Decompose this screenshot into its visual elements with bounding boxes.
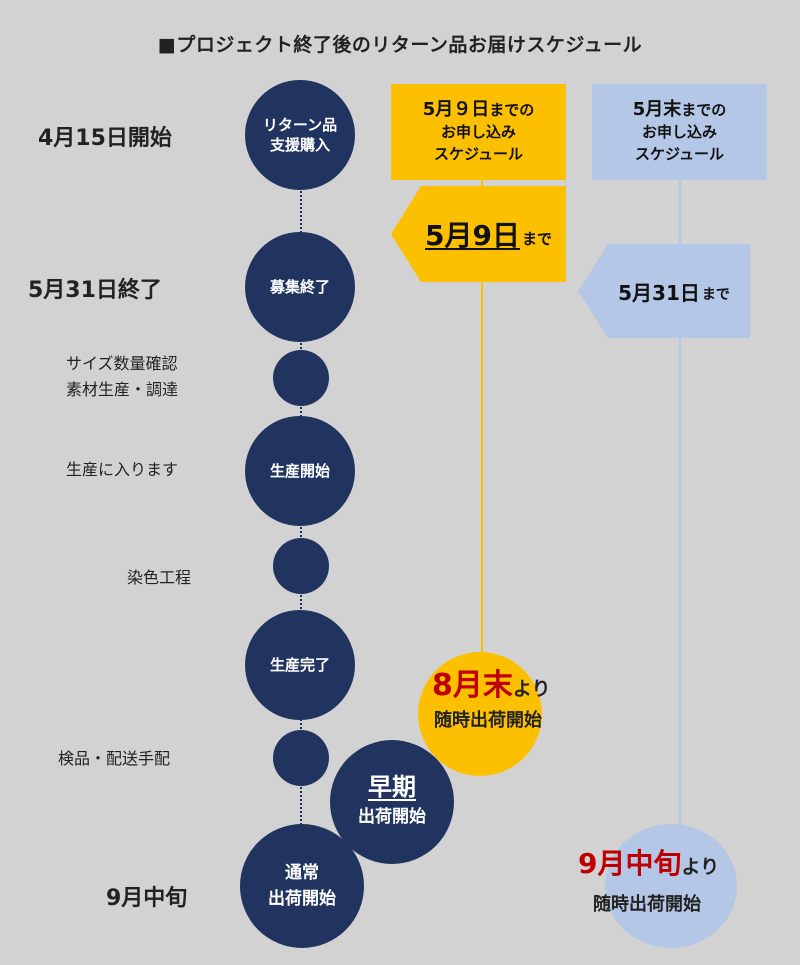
circle-return-purchase-line1: リターン品 <box>262 116 338 134</box>
yellow-deadline-date: 5月9日 <box>425 219 520 252</box>
circle-normal-shipment-line2: 出荷開始 <box>268 889 336 909</box>
blue-header-line2: お申し込み <box>641 123 717 141</box>
circle-production-start: 生産開始 <box>245 416 355 526</box>
circle-production-complete: 生産完了 <box>245 610 355 720</box>
diagram-title: ■プロジェクト終了後のリターン品お届けスケジュール <box>157 34 643 56</box>
circle-normal-shipment-line1: 通常 <box>285 863 319 883</box>
blue-header-date: 5月末 <box>632 99 682 120</box>
label-end-date: 5月31日終了 <box>28 278 162 303</box>
circle-recruitment-end: 募集終了 <box>245 232 355 342</box>
yellow-column-line <box>481 180 483 660</box>
label-production-into: 生産に入ります <box>66 460 179 479</box>
blue-header-line3: スケジュール <box>635 145 724 163</box>
yellow-ship-text: 随時出荷開始 <box>434 710 542 731</box>
blue-deadline-date: 5月31日 <box>618 280 700 305</box>
label-dyeing: 染色工程 <box>127 568 192 587</box>
yellow-ship-date-line: 8月末より <box>432 660 551 704</box>
circle-inspection-dot <box>273 730 329 786</box>
yellow-header-suffix: までの <box>489 101 535 119</box>
yellow-deadline-suffix: まで <box>521 229 552 248</box>
yellow-ship-circle <box>418 652 542 776</box>
timeline-connector <box>300 180 302 880</box>
blue-ship-date: 9月中旬 <box>578 847 682 880</box>
yellow-ship-suffix: より <box>512 678 551 700</box>
yellow-deadline-arrow: 5月9日まで <box>391 186 566 282</box>
label-inspection: 検品・配送手配 <box>58 749 171 768</box>
label-size-check: サイズ数量確認 <box>66 354 178 373</box>
circle-return-purchase: リターン品 支援購入 <box>245 80 355 190</box>
yellow-header-line2: お申し込み <box>440 123 516 141</box>
label-material-procurement: 素材生産・調達 <box>66 380 179 399</box>
circle-normal-shipment: 通常 出荷開始 <box>240 824 364 948</box>
circle-production-start-label: 生産開始 <box>269 462 330 480</box>
circle-return-purchase-line2: 支援購入 <box>269 136 330 154</box>
blue-ship-circle <box>605 824 737 948</box>
blue-header-suffix: までの <box>681 101 727 119</box>
label-mid-september: 9月中旬 <box>106 886 188 911</box>
circle-dyeing-dot <box>273 538 329 594</box>
circle-early-shipment: 早期 出荷開始 <box>330 740 454 864</box>
circle-early-shipment-line1: 早期 <box>368 773 416 801</box>
blue-deadline-arrow: 5月31日まで <box>578 244 750 338</box>
circle-production-complete-label: 生産完了 <box>269 656 330 674</box>
yellow-header-date: 5月９日 <box>422 99 490 120</box>
blue-ship-date-line: 9月中旬より <box>578 842 719 882</box>
blue-ship-suffix: より <box>681 856 720 878</box>
yellow-header-line3: スケジュール <box>434 145 523 163</box>
yellow-header-box: 5月９日までの お申し込み スケジュール <box>391 84 566 180</box>
yellow-ship-date: 8月末 <box>432 668 513 703</box>
blue-deadline-suffix: まで <box>701 286 730 303</box>
circle-recruitment-end-label: 募集終了 <box>269 278 330 296</box>
circle-early-shipment-line2: 出荷開始 <box>358 807 426 827</box>
label-start-date: 4月15日開始 <box>38 126 172 151</box>
blue-column-line <box>679 180 681 830</box>
blue-ship-text: 随時出荷開始 <box>593 894 701 915</box>
blue-header-box: 5月末までの お申し込み スケジュール <box>592 84 767 180</box>
circle-size-check-dot <box>273 350 329 406</box>
